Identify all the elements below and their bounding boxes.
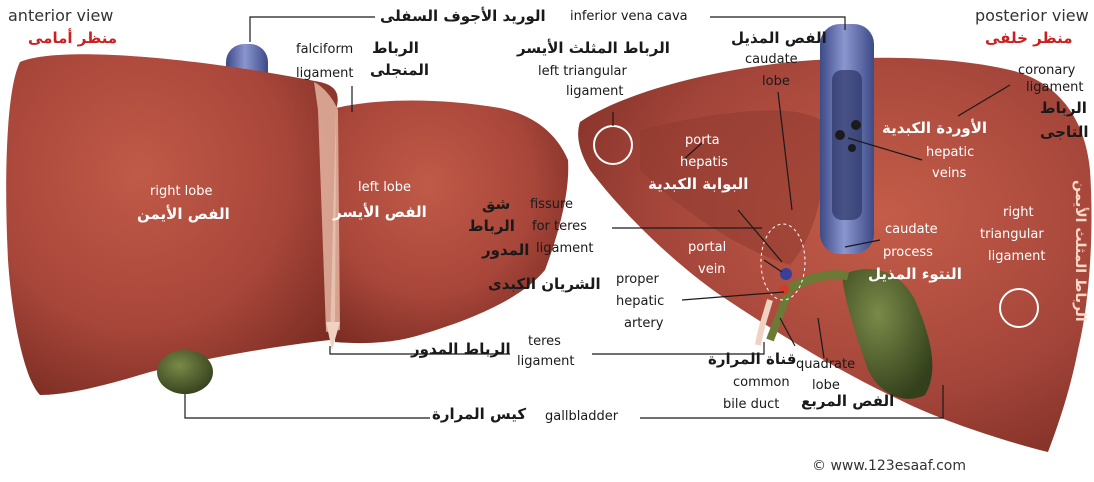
- right-lobe-shape: [6, 54, 338, 395]
- ivc-lumen-shape: [832, 70, 862, 220]
- left-triangular-label-1: left triangular: [538, 64, 627, 80]
- right-triangular-label-3: ligament: [988, 249, 1045, 265]
- right-lobe-label: right lobe: [150, 184, 213, 200]
- right-lobe-label-arabic: الفص الأيمن: [137, 206, 230, 222]
- copyright-text: © www.123esaaf.com: [812, 458, 966, 474]
- coronary-ligament-label-1: coronary: [1018, 63, 1075, 79]
- portal-vein-shape: [780, 268, 792, 280]
- posterior-view-title-arabic: منظر خلفى: [985, 30, 1072, 46]
- teres-ligament-label-arabic: الرباط المدور: [411, 341, 511, 357]
- hepatic-veins-label-arabic: الأوردة الكبدية: [882, 120, 987, 136]
- quadrate-lobe-label-1: quadrate: [796, 357, 855, 373]
- quadrate-lobe-label-arabic: الفص المربع: [801, 393, 894, 409]
- hepatic-vein-opening-1: [835, 130, 845, 140]
- left-triangular-label-2: ligament: [566, 84, 623, 100]
- left-lobe-label: left lobe: [358, 180, 411, 196]
- caudate-lobe-label-1: caudate: [745, 52, 798, 68]
- right-triangular-label-2: triangular: [980, 227, 1044, 243]
- hepatic-veins-label-1: hepatic: [926, 145, 974, 161]
- portal-vein-label-1: portal: [688, 240, 726, 256]
- falciform-label-arabic-2: المنجلى: [370, 62, 429, 78]
- hepatic-artery-label-2: hepatic: [616, 294, 664, 310]
- hepatic-artery-shape: [779, 285, 789, 295]
- left-lobe-label-arabic: الفص الأيسر: [333, 204, 427, 220]
- hepatic-artery-label-3: artery: [624, 316, 663, 332]
- anterior-view-title: anterior view: [8, 8, 113, 24]
- porta-hepatis-label-arabic: البوابة الكبدية: [648, 176, 748, 192]
- falciform-label-arabic-1: الرباط: [372, 40, 419, 56]
- caudate-process-label-2: process: [883, 245, 933, 261]
- coronary-ligament-label-2: ligament: [1026, 80, 1083, 96]
- left-triangular-label-arabic: الرباط المثلث الأيسر: [517, 40, 670, 56]
- porta-hepatis-label-2: hepatis: [680, 155, 728, 171]
- right-triangular-label-arabic: الرباط المثلث الأيمن: [1072, 180, 1088, 322]
- falciform-label-2: ligament: [296, 66, 353, 82]
- gallbladder-label-arabic: كيس المرارة: [432, 406, 526, 422]
- posterior-view-title: posterior view: [975, 8, 1089, 24]
- fissure-label-arabic-2: الرباط: [468, 218, 515, 234]
- caudate-process-label-arabic: النتوء المذيل: [868, 266, 962, 282]
- anterior-view-title-arabic: منظر أمامى: [28, 30, 117, 46]
- fissure-label-1: fissure: [530, 197, 573, 213]
- gallbladder-label: gallbladder: [545, 409, 618, 425]
- ivc-label: inferior vena cava: [570, 9, 688, 25]
- coronary-ligament-label-arabic-2: التاجى: [1040, 124, 1089, 140]
- porta-hepatis-label-1: porta: [685, 133, 720, 149]
- hepatic-artery-label-arabic: الشريان الكبدى: [488, 276, 601, 292]
- caudate-lobe-label-arabic: الفص المذيل: [731, 30, 827, 46]
- fissure-label-arabic-1: شق: [482, 196, 510, 212]
- teres-ligament-label-1: teres: [528, 334, 561, 350]
- coronary-ligament-label-arabic-1: الرباط: [1040, 100, 1087, 116]
- caudate-process-label-1: caudate: [885, 222, 938, 238]
- caudate-lobe-label-2: lobe: [762, 74, 790, 90]
- hepatic-artery-label-1: proper: [616, 272, 659, 288]
- hepatic-vein-opening-2: [851, 120, 861, 130]
- hepatic-veins-label-2: veins: [932, 166, 966, 182]
- portal-vein-label-2: vein: [698, 262, 726, 278]
- bile-duct-label-arabic: قناة المرارة: [708, 351, 796, 367]
- fissure-label-3: ligament: [536, 241, 593, 257]
- bile-duct-label-2: bile duct: [723, 397, 779, 413]
- gallbladder-anterior-shape: [157, 350, 213, 394]
- right-triangular-label-1: right: [1003, 205, 1034, 221]
- teres-ligament-label-2: ligament: [517, 354, 574, 370]
- ivc-label-arabic: الوريد الأجوف السفلى: [380, 8, 546, 24]
- bile-duct-label-1: common: [733, 375, 790, 391]
- falciform-label-1: falciform: [296, 42, 353, 58]
- fissure-label-arabic-3: المدور: [482, 242, 529, 258]
- fissure-label-2: for teres: [532, 219, 587, 235]
- hepatic-vein-opening-3: [848, 144, 856, 152]
